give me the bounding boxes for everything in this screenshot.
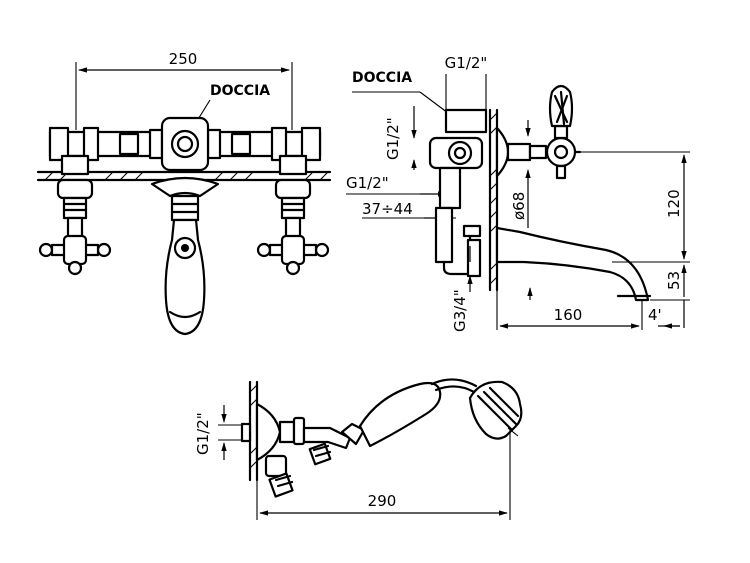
top-inlet-dimension: G1/2": [445, 54, 488, 110]
side-shower-label: DOCCIA: [352, 70, 453, 117]
shower-length-dimension: 290: [256, 430, 511, 520]
front-view: 250 DOCCIA: [36, 50, 332, 336]
shower-wall: [240, 380, 282, 482]
spout-tip-label: 4': [648, 306, 662, 324]
rosette-diameter-dimension: ø68: [510, 120, 531, 228]
height-dimensions: 120 53: [580, 151, 690, 328]
spout-length-dimension: 160: [496, 290, 643, 330]
shower-length-label: 290: [368, 492, 397, 510]
shower-holder: [278, 416, 352, 466]
outlet-thread-label: G3/4": [451, 289, 469, 332]
offset-label: 37÷44: [362, 200, 413, 218]
shower-inlet-dimension: G1/2": [194, 405, 248, 460]
spout-length-label: 160: [554, 306, 583, 324]
width-dimension: 250: [75, 50, 293, 130]
shower-view: G1/2": [194, 378, 523, 520]
front-right-valve: [256, 154, 330, 276]
height-dimension-label: 120: [665, 189, 683, 218]
vertical-inlet-dimension: G1/2": [384, 106, 417, 170]
shower-handle: [340, 378, 478, 448]
front-pipe-bar: [48, 116, 322, 172]
shower-label: DOCCIA: [210, 83, 270, 99]
side-valve-body: [428, 108, 488, 278]
outlet-thread-dimension: G3/4": [451, 246, 473, 332]
side-handle: [528, 84, 582, 180]
side-spout: [495, 226, 652, 302]
side-shower-label-text: DOCCIA: [352, 70, 412, 86]
width-dimension-label: 250: [169, 50, 198, 68]
rosette-diameter-label: ø68: [510, 192, 528, 220]
spout-height-label: 53: [665, 271, 683, 290]
left-inlet-label: G1/2": [346, 174, 389, 192]
spout-tip-dimension: 4': [648, 306, 680, 329]
shower-lower-connector: [264, 454, 294, 498]
top-inlet-label: G1/2": [445, 54, 488, 72]
shower-inlet-label: G1/2": [194, 412, 212, 455]
side-view: G1/2" DOCCIA G1/2" G1/2" 37÷44: [346, 54, 690, 332]
left-inlet-dimension: G1/2": [346, 174, 447, 197]
shower-head: [468, 380, 523, 440]
front-spout: [150, 176, 220, 336]
vertical-inlet-label: G1/2": [384, 117, 402, 160]
front-left-valve: [38, 154, 112, 276]
